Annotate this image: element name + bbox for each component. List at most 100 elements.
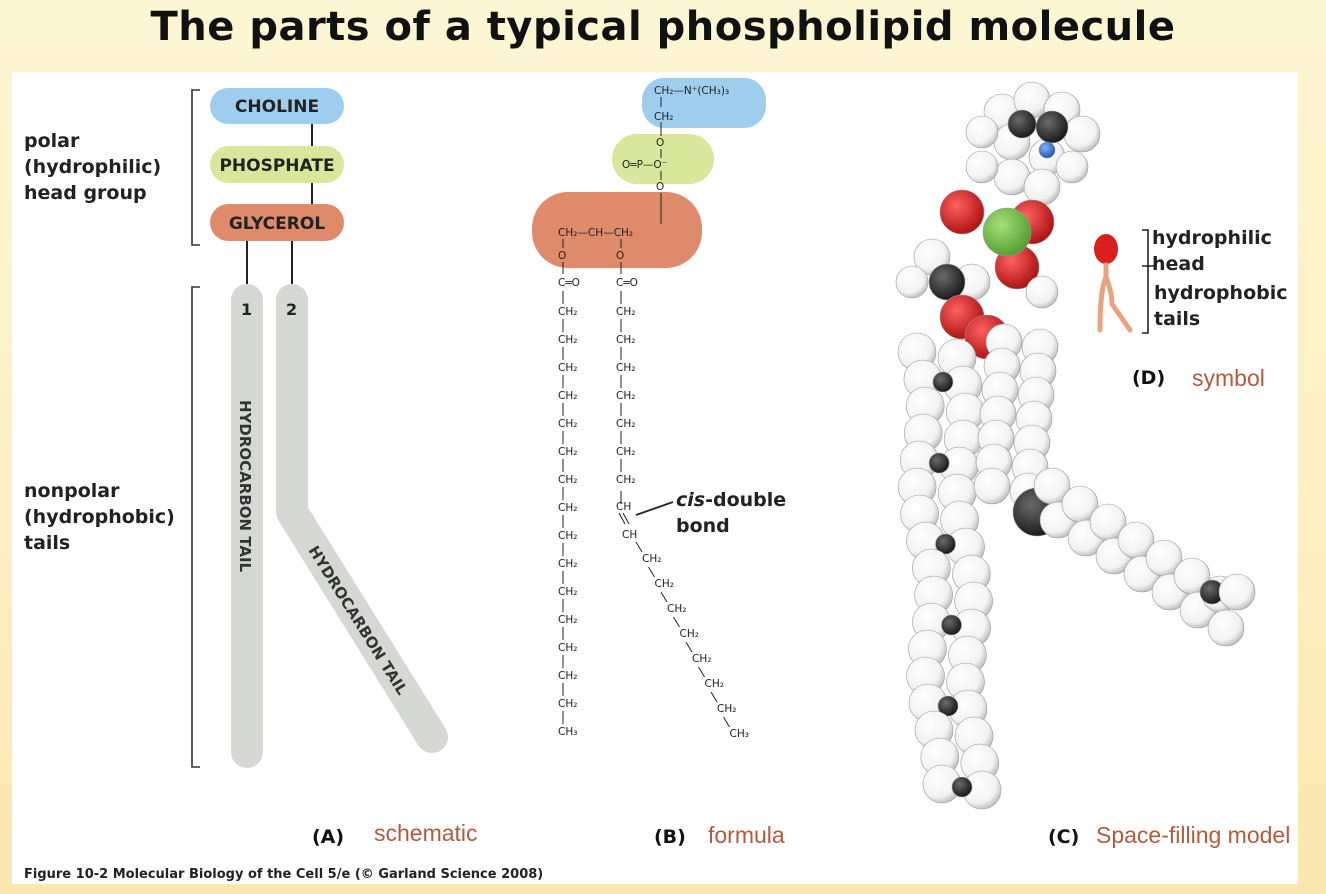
bond-line	[698, 666, 705, 678]
atom	[895, 265, 929, 299]
tail-2	[276, 284, 448, 753]
chain-2-ch2: CH₂	[705, 678, 724, 690]
cis-pointer-line	[635, 501, 674, 516]
chain-2-ch2: CH₂	[616, 362, 635, 374]
bond-line	[618, 512, 626, 525]
caption-c-word: Space-filling model	[1096, 822, 1290, 848]
caption-c-letter: (C)	[1048, 826, 1079, 848]
atom	[941, 614, 962, 636]
phosphate-o-bottom: O	[656, 181, 664, 193]
choline-pill	[210, 88, 344, 124]
bond-line	[622, 512, 630, 525]
polar-label-2: (hydrophilic)	[24, 156, 161, 178]
tails-label: tails	[1154, 308, 1200, 330]
polar-label-1: polar	[24, 130, 80, 152]
figure-panel: polar (hydrophilic) head group nonpolar …	[12, 72, 1298, 884]
chain-2-ch2: CH₂	[616, 390, 635, 402]
hydrophilic-label: hydrophilic	[1152, 227, 1272, 249]
chain-1-ch2: CH₂	[558, 306, 577, 318]
chain-2-ch3: CH₃	[730, 728, 749, 740]
chain-1-ch2: CH₂	[558, 614, 577, 626]
phospholipid-figure: polar (hydrophilic) head group nonpolar …	[24, 78, 1290, 882]
bond-line	[685, 641, 693, 653]
nonpolar-label-1: nonpolar	[24, 480, 120, 502]
glycerol-pill	[210, 204, 344, 241]
phosphate-formula: O═P—O⁻	[622, 159, 667, 171]
figure-credit: Figure 10-2 Molecular Biology of the Cel…	[24, 867, 543, 882]
chain-2-ch2: CH₂	[680, 628, 699, 640]
atom	[1035, 110, 1069, 144]
chain-2-ch2: CH₂	[655, 578, 674, 590]
symbol-bracket	[1142, 229, 1154, 334]
chain-2-ch2: CH₂	[616, 446, 635, 458]
nonpolar-label-3: tails	[24, 532, 70, 554]
chain-2-ch2: CH₂	[616, 474, 635, 486]
atom	[928, 263, 966, 301]
chain-2-ch2: CH₂	[667, 603, 686, 615]
chain-1-ch2: CH₂	[558, 586, 577, 598]
chain-2-ch2: CH₂	[692, 653, 711, 665]
atom	[1218, 573, 1256, 611]
schematic-panel: polar (hydrophilic) head group nonpolar …	[24, 88, 448, 768]
phosphate-o-top: O	[656, 137, 664, 149]
atom	[982, 207, 1032, 257]
atom	[1207, 609, 1245, 647]
chain-2-ch2: CH₂	[616, 418, 635, 430]
formula-panel: CH₂—N⁺(CH₃)₃ CH₂ O O═P—O⁻ O CH₂—CH—CH₂ O…	[532, 78, 786, 740]
chain-2-ch: CH	[616, 501, 631, 513]
ester-o-2: O	[616, 250, 624, 262]
chain-2-ch: CH	[622, 529, 637, 541]
caption-a-letter: (A)	[312, 826, 344, 848]
chain-1-ch2: CH₂	[558, 558, 577, 570]
formula-phosphate-box	[612, 134, 714, 184]
chain-1-ch2: CH₂	[558, 474, 577, 486]
chain-1-ch3: CH₃	[558, 726, 577, 738]
phosphate-pill	[210, 146, 344, 183]
hydrophobic-label: hydrophobic	[1154, 282, 1288, 304]
chain-2: CH₂ CH₂ CH₂ CH₂ CH₂ CH₂ CH₂ CH CH CH₂ CH₂ CH₂ CH₂ CH₂…	[616, 291, 749, 740]
chain-1-ch2: CH₂	[558, 362, 577, 374]
chain-2-ch2: CH₂	[717, 703, 736, 715]
caption-b-word: formula	[708, 822, 785, 848]
choline-label: CHOLINE	[235, 97, 319, 117]
tail-1-number: 1	[241, 300, 252, 319]
bond-line	[673, 616, 680, 628]
ester-o-1: O	[558, 250, 566, 262]
atom	[935, 533, 956, 555]
caption-d-letter: (D)	[1132, 367, 1165, 389]
atom	[928, 452, 950, 474]
polar-bracket	[191, 89, 200, 246]
bond-line	[710, 691, 718, 703]
atom	[1025, 275, 1059, 309]
glycerol-formula: CH₂—CH—CH₂	[558, 227, 633, 239]
caption-b-letter: (B)	[654, 826, 686, 848]
atom	[965, 150, 999, 184]
atom	[1023, 168, 1061, 206]
tail-2-label: HYDROCARBON TAIL	[305, 543, 412, 699]
caption-d-word: symbol	[1192, 365, 1265, 391]
formula-choline-box	[642, 78, 766, 128]
atom	[973, 467, 1011, 505]
symbol-panel: hydrophilic head hydrophobic tails	[1094, 227, 1288, 334]
chain-1-ch2: CH₂	[558, 502, 577, 514]
atom	[939, 189, 985, 235]
bond-line	[660, 591, 668, 603]
chain-2-ch2: CH₂	[616, 306, 635, 318]
space-filling-model	[895, 81, 1256, 810]
bond-label: bond	[676, 515, 730, 537]
atom	[932, 371, 954, 393]
cis-double-label: cis-double	[676, 489, 786, 511]
atom	[965, 115, 999, 149]
carbonyl-2: C═O	[616, 277, 638, 289]
nonpolar-bracket	[191, 286, 200, 768]
choline-formula: CH₂—N⁺(CH₃)₃	[654, 85, 729, 97]
bond-line	[723, 716, 730, 728]
atom	[951, 776, 973, 798]
formula-glycerol-box	[532, 192, 702, 268]
carbonyl-1: C═O	[558, 277, 580, 289]
polar-label-3: head group	[24, 182, 147, 204]
chain-1-ch2: CH₂	[558, 446, 577, 458]
atom	[937, 695, 959, 717]
nonpolar-label-2: (hydrophobic)	[24, 506, 175, 528]
chain-1-ch2: CH₂	[558, 642, 577, 654]
